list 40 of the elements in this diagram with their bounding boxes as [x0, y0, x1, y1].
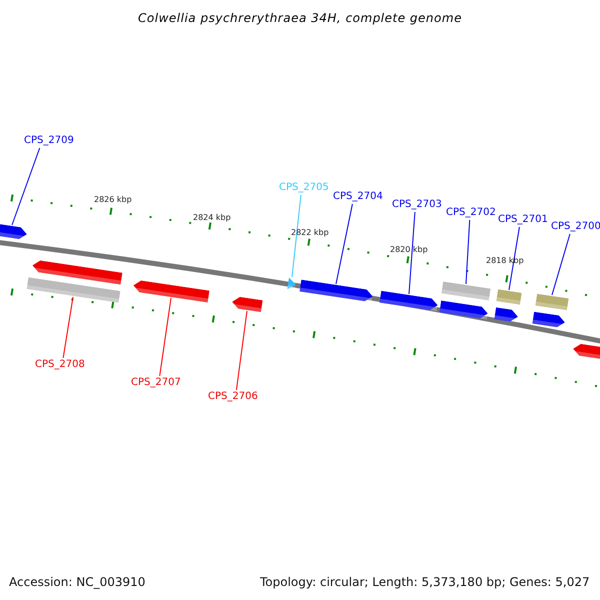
gene-label: CPS_2709 — [24, 135, 74, 147]
scale-label: 2824 kbp — [193, 213, 231, 223]
gene-bar — [26, 277, 120, 303]
leader-line — [62, 296, 74, 358]
gene-block — [299, 280, 373, 302]
genome-summary: Topology: circular; Length: 5,373,180 bp; Genes: 5,027 — [260, 575, 590, 589]
leader-line — [12, 148, 40, 226]
gene-block — [0, 224, 28, 240]
leader-line — [336, 204, 353, 284]
gene-label: CPS_2707 — [131, 377, 181, 389]
gene-bar — [535, 294, 569, 310]
gene-block — [132, 279, 210, 303]
title: Colwellia psychrerythraea 34H, complete genome — [138, 11, 462, 25]
gene-label: CPS_2702 — [446, 207, 496, 219]
gene-block — [572, 342, 600, 360]
gene-label: CPS_2704 — [333, 191, 383, 203]
gene-block — [532, 312, 566, 328]
gene-marker — [287, 277, 297, 291]
leader-line — [236, 310, 248, 390]
gene-bar — [496, 289, 522, 305]
gene-block — [439, 300, 489, 320]
gene-label: CPS_2705 — [279, 182, 329, 194]
gene-block — [32, 259, 122, 285]
gene-label: CPS_2700 — [551, 221, 600, 233]
leader-line — [292, 194, 302, 278]
gene-label: CPS_2701 — [498, 214, 548, 226]
gene-label: CPS_2708 — [35, 359, 85, 371]
leader-line — [408, 212, 416, 294]
scale-label: 2826 kbp — [94, 195, 132, 205]
leader-line — [466, 220, 470, 284]
gene-block — [231, 296, 263, 312]
accession-text: Accession: NC_003910 — [9, 575, 146, 589]
leader-line — [159, 298, 172, 376]
gene-block — [494, 307, 518, 323]
leader-line — [552, 234, 570, 296]
gene-label: CPS_2703 — [392, 199, 442, 211]
gene-block — [379, 290, 439, 312]
gene-bar — [441, 282, 491, 300]
scale-label: 2820 kbp — [390, 245, 428, 255]
gene-label: CPS_2706 — [208, 391, 258, 403]
